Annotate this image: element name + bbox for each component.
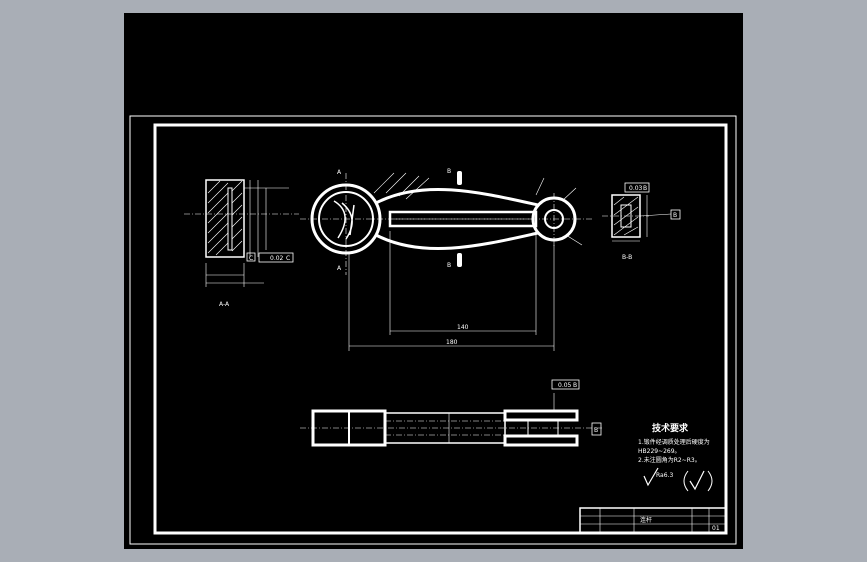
tech-line-3: 2.未注圆角为R2~R3。 [638,456,701,464]
connecting-rod-bottom-view: 0.05 B B [300,379,602,447]
title-block: 连杆 01 [579,507,727,534]
svg-text:A: A [337,265,342,272]
cad-drawing: C 0.02 C A-A B B A A [129,115,737,545]
tol-ref-3: B [573,382,577,389]
tol-ref-1: C [286,255,290,262]
technical-requirements: 技术要求 1.锻件经调质处理后硬度为 HB229~269。 2.未注圆角为R2~… [638,422,713,492]
title-block-number: 01 [712,525,720,532]
sheet-border [129,115,737,545]
svg-text:B: B [447,262,451,269]
section-a-a: C 0.02 C A-A [184,179,299,308]
tol-ref-2: B [643,185,647,192]
section-a-a-label: A-A [219,301,230,308]
section-b-b: 0.03 B B B-B [602,182,681,261]
section-b-b-label: B-B [622,254,632,261]
connecting-rod-top-view: B B A A 140 180 [300,168,594,351]
tech-line-2: HB229~269。 [638,448,681,455]
roughness-label: Ra6.3 [656,472,673,479]
tech-line-1: 1.锻件经调质处理后硬度为 [638,438,710,446]
drawing-frame [153,123,728,535]
svg-text:B: B [447,168,451,175]
svg-text:A: A [337,169,342,176]
datum-c-label: C [249,255,253,262]
tol-value-2: 0.03 [629,185,643,192]
cad-drawing-canvas: C 0.02 C A-A B B A A [124,13,743,549]
dim-overall-length: 180 [446,339,458,346]
datum-b2-label: B [594,427,598,434]
dim-inner-length: 140 [457,324,469,331]
tol-value-1: 0.02 [270,255,284,262]
title-block-name: 连杆 [640,516,652,524]
tech-title: 技术要求 [652,422,689,434]
tol-value-3: 0.05 [558,382,572,389]
datum-b-label: B [673,212,677,219]
